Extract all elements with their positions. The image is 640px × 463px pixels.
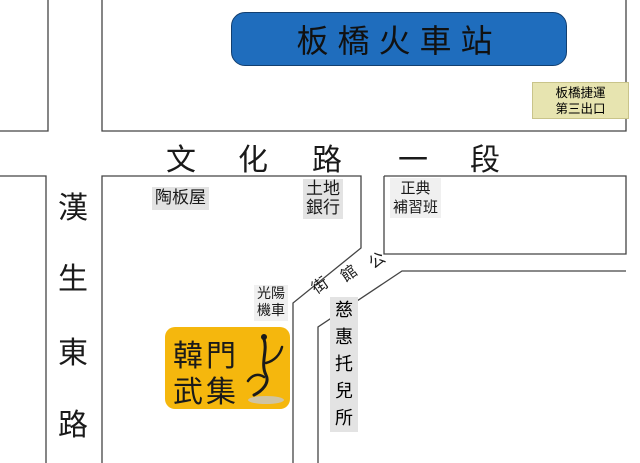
block-top-left bbox=[0, 0, 49, 132]
block-right-upper bbox=[383, 175, 627, 255]
road-hansheng-char-4: 路 bbox=[58, 408, 88, 443]
station-label: 板橋火車站 bbox=[296, 22, 502, 60]
destination-line1: 韓門 bbox=[173, 339, 239, 374]
destination-hanmen-wuji: 韓門 武集 bbox=[165, 327, 290, 410]
land-bank-line1: 土地 bbox=[306, 179, 340, 199]
zhengdian-line1: 正典 bbox=[400, 179, 431, 197]
mrt-exit-sign: 板橋捷運 第三出口 bbox=[532, 82, 629, 119]
mrt-exit-line1: 板橋捷運 bbox=[555, 85, 606, 100]
guangyang-line1: 光陽 bbox=[257, 286, 285, 302]
mrt-exit-line2: 第三出口 bbox=[555, 101, 606, 116]
road-hansheng-char-3: 東 bbox=[58, 336, 88, 371]
block-top-right bbox=[101, 0, 627, 132]
road-wenhua-char-1: 文 bbox=[166, 143, 196, 178]
landmark-cihui-nursery: 慈 惠 托 兒 所 bbox=[330, 297, 358, 432]
landmark-guangyang-motor: 光陽 機車 bbox=[254, 285, 288, 321]
dancer-logo-icon bbox=[246, 334, 284, 404]
road-wenhua-char-4: 一 bbox=[398, 143, 428, 178]
block-right-lower bbox=[317, 270, 626, 463]
cihui-char-3: 托 bbox=[335, 354, 353, 375]
destination-line2: 武集 bbox=[173, 375, 239, 410]
road-wenhua-char-2: 化 bbox=[238, 143, 268, 178]
cihui-char-2: 惠 bbox=[335, 327, 353, 348]
landmark-zhengdian-cram-school: 正典 補習班 bbox=[390, 178, 442, 218]
road-wenhua-char-5: 段 bbox=[470, 143, 500, 178]
cihui-char-4: 兒 bbox=[335, 381, 353, 402]
banqiao-station-box: 板橋火車站 bbox=[231, 12, 567, 66]
road-wenhua-char-3: 路 bbox=[312, 143, 342, 178]
road-hansheng-char-1: 漢 bbox=[58, 191, 88, 226]
landmark-land-bank: 土地 銀行 bbox=[303, 179, 343, 219]
land-bank-line2: 銀行 bbox=[306, 198, 340, 218]
block-left-lower bbox=[0, 175, 47, 463]
cihui-char-5: 所 bbox=[335, 408, 353, 429]
cihui-char-1: 慈 bbox=[335, 300, 353, 321]
zhengdian-line2: 補習班 bbox=[393, 198, 439, 216]
guangyang-line2: 機車 bbox=[257, 303, 285, 319]
block-middle bbox=[101, 175, 362, 463]
landmark-pottery-house: 陶板屋 bbox=[152, 187, 209, 210]
road-hansheng-char-2: 生 bbox=[58, 262, 88, 297]
